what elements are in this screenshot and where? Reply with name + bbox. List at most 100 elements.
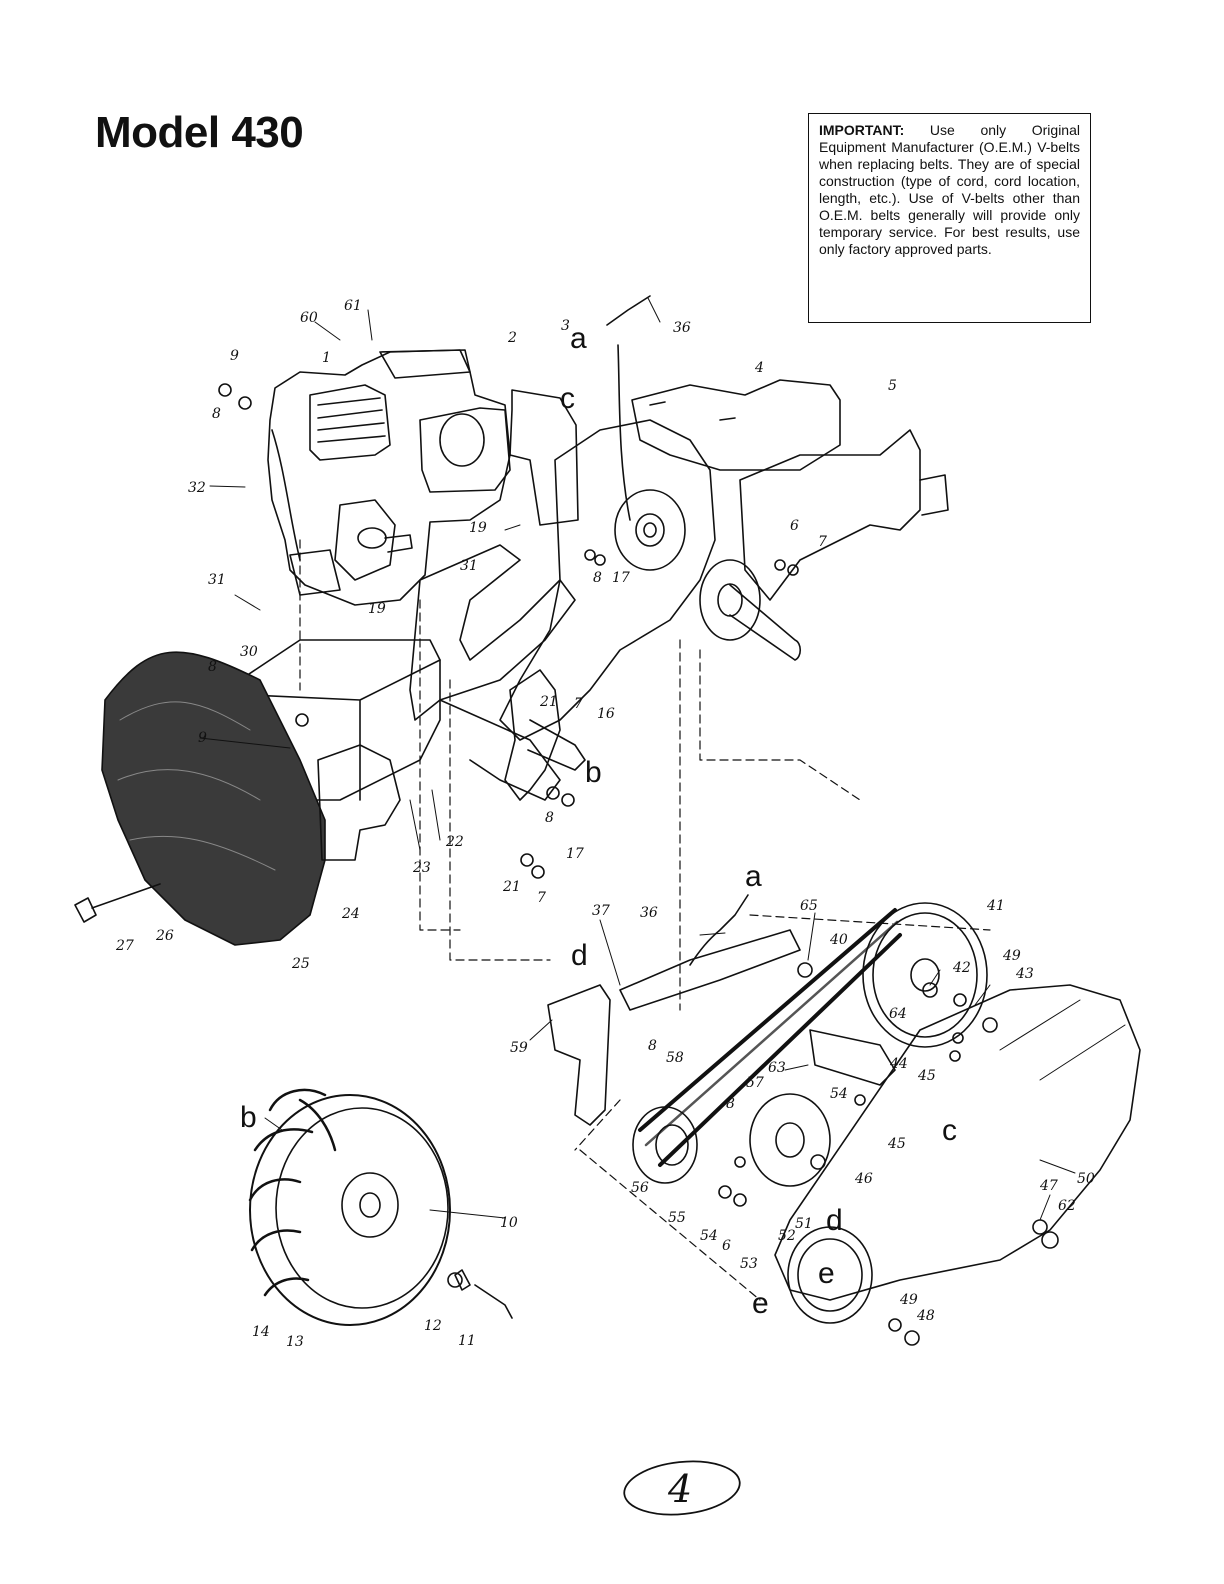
ref-letter-a-spring: a <box>745 860 762 893</box>
callout-4: 4 <box>754 360 764 376</box>
callout-17b: 17 <box>566 846 584 862</box>
callout-30: 30 <box>240 644 258 660</box>
callout-9a: 9 <box>230 348 239 364</box>
throttle-cable <box>606 295 651 521</box>
callout-61: 61 <box>344 298 362 314</box>
important-notice: IMPORTANT: Use only Original Equipment M… <box>808 113 1091 323</box>
ref-letter-c-top: c <box>560 382 575 415</box>
callout-62: 62 <box>1058 1198 1076 1214</box>
callout-8b: 8 <box>593 570 602 586</box>
transmission-pulley <box>614 489 686 571</box>
callout-21b: 21 <box>502 879 521 895</box>
callout-6a: 6 <box>790 518 799 534</box>
belt-cover <box>774 984 1141 1301</box>
callout-58: 58 <box>666 1050 684 1066</box>
page-number: 4 <box>667 1467 692 1511</box>
v-belt <box>638 908 902 1167</box>
callout-41: 41 <box>986 898 1005 914</box>
callout-45a: 45 <box>917 1068 936 1084</box>
callout-57: 57 <box>746 1075 764 1091</box>
large-pulley <box>862 902 988 1048</box>
engine-pulley <box>632 1106 698 1184</box>
callout-14: 14 <box>252 1324 270 1340</box>
belt-guide-bracket <box>547 984 611 1126</box>
ref-letter-c-cover: c <box>942 1114 957 1147</box>
callout-52: 52 <box>778 1228 796 1244</box>
idler-arm <box>619 929 801 1011</box>
idler-pulley <box>749 1093 831 1187</box>
callout-8c: 8 <box>208 659 217 675</box>
callout-37: 37 <box>592 903 610 919</box>
callout-47: 47 <box>1039 1178 1058 1194</box>
notice-label: IMPORTANT: <box>819 122 905 138</box>
rear-flap <box>739 429 921 601</box>
callout-8a: 8 <box>212 406 221 422</box>
callout-55: 55 <box>668 1210 686 1226</box>
callout-2: 2 <box>507 330 517 346</box>
callout-49b: 49 <box>899 1292 918 1308</box>
hardware-nuts <box>218 383 1059 1346</box>
callout-51: 51 <box>795 1216 813 1232</box>
callout-7b: 7 <box>574 696 583 712</box>
ref-letter-e-pulley: e <box>818 1257 835 1290</box>
depth-stake <box>504 669 561 801</box>
callout-54a: 54 <box>830 1086 848 1102</box>
callout-59: 59 <box>510 1040 528 1056</box>
callout-5: 5 <box>888 378 897 394</box>
page-title: Model 430 <box>95 108 304 157</box>
callout-32: 32 <box>188 480 206 496</box>
tine-hub <box>699 559 761 641</box>
callout-56: 56 <box>631 1180 649 1196</box>
ref-letter-d-cover: d <box>826 1204 843 1237</box>
callout-9b: 9 <box>198 730 207 746</box>
callout-7c: 7 <box>537 890 546 906</box>
ref-letter-a-top: a <box>570 322 587 355</box>
callout-65: 65 <box>800 898 818 914</box>
callout-10: 10 <box>500 1215 518 1231</box>
callout-23: 23 <box>412 860 431 876</box>
callout-43: 43 <box>1015 966 1034 982</box>
callout-leaders <box>199 297 1076 1221</box>
callout-24: 24 <box>341 906 360 922</box>
rear-shield <box>631 379 841 471</box>
callout-50: 50 <box>1077 1171 1095 1187</box>
ref-letter-d-bracket: d <box>571 939 588 972</box>
callout-11: 11 <box>458 1333 476 1349</box>
callout-27: 27 <box>115 938 134 954</box>
callout-8f: 8 <box>726 1096 735 1112</box>
callout-25: 25 <box>291 956 310 972</box>
callout-19a: 19 <box>469 520 487 536</box>
callout-3: 3 <box>561 318 570 334</box>
page-number-mark: 4 <box>623 1460 741 1516</box>
callout-45b: 45 <box>887 1136 906 1152</box>
callout-8d: 8 <box>545 810 554 826</box>
frame-arm <box>409 544 576 721</box>
callout-8e: 8 <box>648 1038 657 1054</box>
callout-60: 60 <box>300 310 318 326</box>
callout-7a: 7 <box>818 534 827 550</box>
callout-19b: 19 <box>368 601 386 617</box>
callout-53: 53 <box>740 1256 758 1272</box>
callout-21a: 21 <box>539 694 558 710</box>
callout-16: 16 <box>597 706 615 722</box>
ref-letter-b-frame: b <box>585 756 602 789</box>
callout-36a: 36 <box>673 320 691 336</box>
callout-48: 48 <box>916 1308 935 1324</box>
callout-44: 44 <box>889 1056 908 1072</box>
callout-1: 1 <box>322 350 331 366</box>
mounting-bracket <box>509 389 579 526</box>
callout-6b: 6 <box>722 1238 731 1254</box>
engine-assembly <box>267 349 511 606</box>
callout-49a: 49 <box>1002 948 1021 964</box>
callout-36b: 36 <box>640 905 658 921</box>
callout-22: 22 <box>445 834 464 850</box>
callout-64: 64 <box>889 1006 907 1022</box>
idler-spring <box>689 894 749 966</box>
cover-pulley <box>787 1226 873 1324</box>
callout-42: 42 <box>952 960 971 976</box>
callout-40: 40 <box>829 932 848 948</box>
callout-63: 63 <box>768 1060 786 1076</box>
callout-26: 26 <box>155 928 174 944</box>
notice-text: Use only Original Equipment Manufacturer… <box>819 122 1080 257</box>
